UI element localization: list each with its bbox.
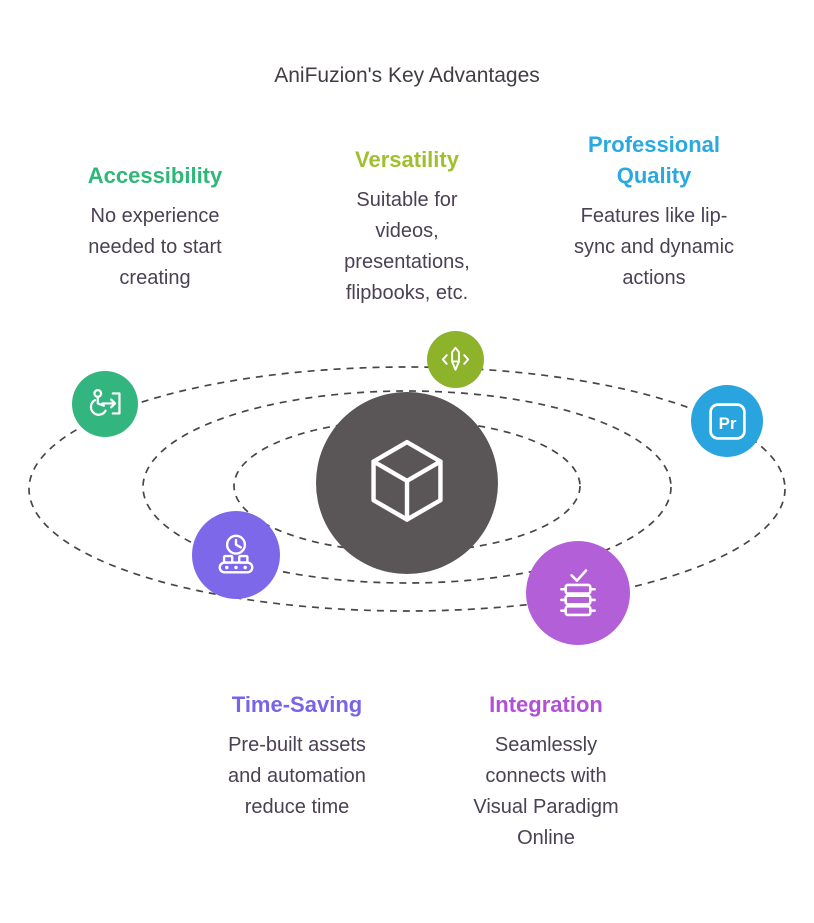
advantage-professional-quality-heading: Professional Quality [587, 132, 721, 188]
advantage-integration-heading: Integration [489, 692, 603, 717]
advantage-professional-quality: Professional Quality Features like lip- … [538, 130, 770, 294]
cube-logo-icon [371, 439, 443, 522]
advantage-integration-description: Seamlessly connects with Visual Paradigm… [473, 733, 619, 849]
advantage-accessibility-heading: Accessibility [87, 163, 223, 188]
accessibility-node [72, 371, 138, 437]
advantage-time-saving-heading: Time-Saving [231, 692, 363, 717]
advantage-versatility: Versatility Suitable for videos, present… [291, 145, 523, 309]
clock-conveyor-icon [218, 534, 254, 574]
pen-tool-icon [441, 346, 470, 371]
advantage-time-saving-description: Pre-built assets and automation reduce t… [228, 733, 366, 818]
versatility-node [427, 331, 484, 388]
wheelchair-access-icon [89, 389, 121, 416]
time-saving-node [192, 511, 280, 599]
premiere-pr-icon: Pr [708, 402, 746, 440]
advantage-accessibility-description: No experience needed to start creating [88, 204, 222, 289]
center-hub [316, 392, 498, 574]
advantage-versatility-description: Suitable for videos, presentations, flip… [344, 188, 470, 304]
orbit-ring-middle [142, 390, 672, 584]
advantage-time-saving: Time-Saving Pre-built assets and automat… [181, 690, 413, 823]
premiere-badge-text: Pr [718, 413, 736, 432]
advantage-integration: Integration Seamlessly connects with Vis… [430, 690, 662, 854]
orbit-ring-outer [28, 366, 786, 612]
professional-quality-node: Pr [691, 385, 763, 457]
advantage-professional-quality-description: Features like lip- sync and dynamic acti… [573, 204, 735, 289]
integration-node [526, 541, 630, 645]
page-title: AniFuzion's Key Advantages [274, 64, 540, 87]
advantage-versatility-heading: Versatility [355, 147, 459, 172]
advantage-accessibility: Accessibility No experience needed to st… [39, 161, 271, 294]
server-check-icon [560, 569, 596, 617]
